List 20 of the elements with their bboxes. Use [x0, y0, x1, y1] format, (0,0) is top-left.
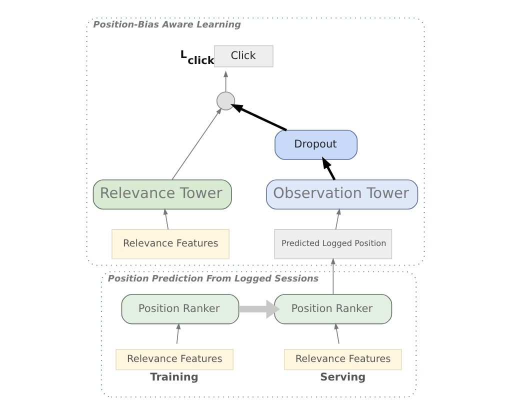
arrow — [335, 208, 341, 230]
node-box: Relevance Tower — [92, 179, 232, 210]
node-label: Serving — [320, 372, 366, 384]
arrow — [239, 299, 280, 319]
arrow — [322, 156, 336, 180]
arrow — [176, 322, 181, 344]
arrow — [163, 208, 169, 230]
node-box: Relevance Features — [112, 229, 230, 260]
arrow — [172, 108, 222, 180]
arrow — [330, 258, 336, 295]
node-box: Dropout — [274, 130, 358, 160]
node-box: Position Ranker — [121, 294, 240, 324]
arrow — [230, 104, 288, 132]
node-label: Training — [150, 372, 198, 384]
arrow — [334, 322, 340, 344]
arrow — [224, 70, 228, 92]
node-box: Predicted Logged Position — [274, 229, 392, 260]
node-box: Observation Tower — [266, 179, 418, 210]
node-circle — [216, 92, 236, 110]
node-box: Position Ranker — [274, 294, 392, 324]
